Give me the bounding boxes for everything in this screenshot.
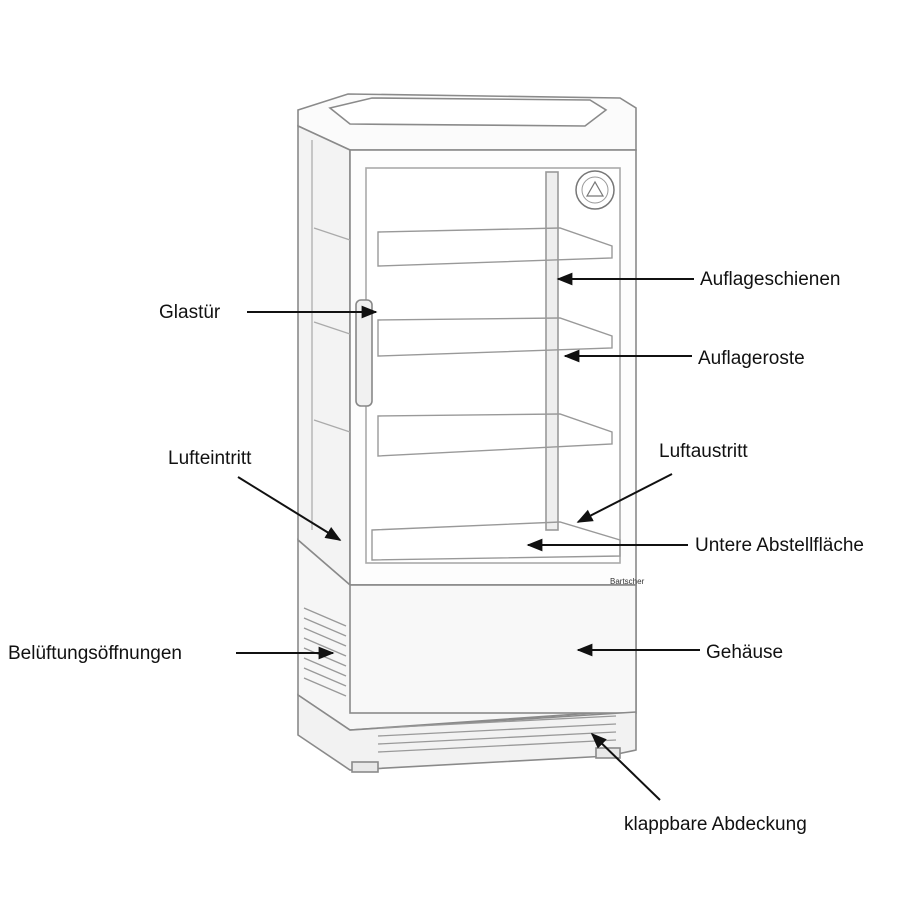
label-untere-abstellflaeche: Untere Abstellfläche: [695, 535, 864, 556]
label-lufteintritt: Lufteintritt: [168, 448, 252, 469]
arrow-klappbare-abdeckung: [590, 732, 661, 801]
label-luftaustritt: Luftaustritt: [659, 441, 748, 462]
logo-badge-icon: [575, 170, 615, 210]
label-gehaeuse: Gehäuse: [706, 642, 783, 663]
label-klappbare-abdeckung: klappbare Abdeckung: [624, 814, 807, 835]
display-refrigerator: [297, 93, 637, 773]
arrow-lufteintritt: [237, 476, 342, 541]
brand-label: Bartscher: [610, 577, 645, 586]
cutoff-bottom-heading: Höhenverstellbare Auflageroste: [2, 846, 334, 871]
label-auflageschienen: Auflageschienen: [700, 269, 841, 290]
label-glastuer: Glastür: [159, 302, 221, 323]
arrow-luftaustritt: [576, 473, 673, 523]
label-auflageroste: Auflageroste: [698, 348, 805, 369]
label-belueftungsoeffnungen: Belüftungsöffnungen: [8, 643, 182, 664]
